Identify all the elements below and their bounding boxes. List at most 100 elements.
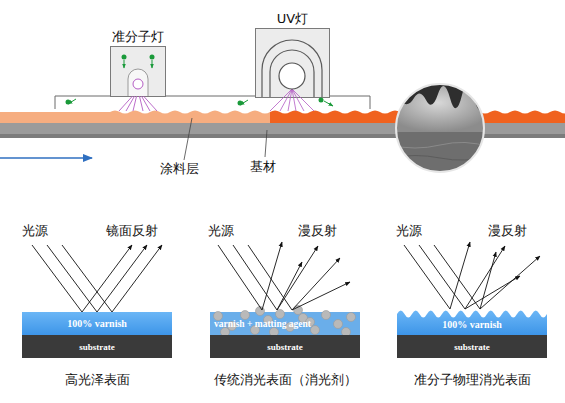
sem-texture	[390, 156, 490, 161]
incident-ray	[218, 245, 262, 310]
sem-coating	[390, 83, 486, 132]
lamp-name: UV灯	[277, 10, 308, 28]
molecule	[238, 101, 243, 106]
molecule-arrows	[68, 60, 333, 106]
reflected-ray	[97, 245, 147, 312]
ray	[138, 90, 143, 111]
lamp-name: 准分子灯	[112, 28, 164, 46]
reflected-ray	[277, 246, 318, 310]
diffuse-rays	[404, 242, 540, 309]
layer-label: 100% varnish	[442, 319, 502, 330]
panel-caption: 传统消光表面（消光剂）	[214, 371, 357, 389]
wavy-varnish	[397, 311, 547, 336]
reflected-ray	[450, 242, 470, 309]
reflection-label: 漫反射	[488, 222, 527, 240]
lamp-bulb	[128, 69, 148, 96]
reflected-ray	[292, 258, 340, 310]
transport-arrow	[0, 157, 92, 159]
reflector	[270, 50, 314, 97]
molecule	[122, 55, 127, 60]
reflected-ray	[480, 252, 496, 309]
molecule-arrow	[152, 60, 153, 68]
uv-lamp	[262, 40, 322, 111]
reflected-ray	[112, 245, 162, 312]
matting-particle	[334, 320, 343, 329]
ray	[138, 90, 157, 111]
ray	[280, 89, 292, 111]
reflected-ray	[480, 256, 540, 309]
substrate-shadow	[0, 134, 565, 138]
reflection-label: 镜面反射	[106, 222, 158, 240]
matting-particle	[256, 307, 265, 316]
ray	[292, 89, 296, 111]
matting-particle	[311, 326, 320, 335]
reflector	[262, 40, 322, 97]
coating-layer-light	[0, 111, 270, 124]
incident-ray	[434, 245, 480, 309]
ray	[133, 90, 138, 111]
ray	[138, 90, 150, 111]
incident-ray	[404, 245, 450, 309]
substrate-layer: substrate	[397, 335, 547, 358]
varnish-layer: 100% varnish	[22, 312, 172, 335]
lamp-core	[133, 79, 143, 89]
sem-inset	[390, 80, 490, 180]
ray	[270, 89, 292, 111]
sem-background	[390, 80, 490, 180]
reflected-ray	[465, 276, 520, 309]
leader-line	[265, 130, 267, 157]
panel-caption: 准分子物理消光表面	[414, 371, 531, 389]
molecule	[66, 100, 71, 105]
incident-ray	[248, 245, 292, 310]
matting-particle	[294, 306, 303, 315]
matting-particle	[347, 313, 356, 322]
coating-layer-dark	[270, 111, 565, 124]
matted-varnish-layer: varnish + matting agent	[210, 312, 360, 335]
matting-particle	[276, 310, 285, 319]
substrate-band	[0, 122, 565, 138]
light-source-label: 光源	[22, 222, 48, 240]
ray	[119, 90, 138, 111]
matting-particle	[241, 311, 250, 320]
specular-rays	[32, 245, 162, 312]
sem-rim	[396, 84, 484, 172]
reflected-ray	[277, 262, 302, 310]
reflected-ray	[465, 246, 505, 309]
molecule	[319, 98, 324, 103]
layer-label: 100% varnish	[67, 318, 127, 329]
sem-substrate	[390, 132, 490, 180]
diffuse-rays	[218, 242, 350, 310]
reflected-ray	[82, 245, 132, 312]
ray	[292, 89, 304, 111]
molecule-arrow	[240, 100, 248, 105]
molecule-arrow	[324, 101, 333, 106]
excimer-rays	[119, 90, 157, 111]
ray	[292, 89, 314, 111]
layer-label: substrate	[79, 342, 115, 352]
textured-varnish-layer: 100% varnish	[397, 305, 547, 335]
layer-label: substrate	[267, 342, 303, 352]
uv-rays	[270, 89, 314, 111]
leader-line	[184, 118, 192, 160]
part-label: 基材	[250, 158, 276, 176]
layer-label: varnish + matting agent	[214, 319, 311, 329]
molecule	[150, 55, 155, 60]
light-source-label: 光源	[208, 222, 234, 240]
part-label: 涂料层	[160, 160, 199, 178]
sem-texture	[390, 142, 490, 148]
light-source-label: 光源	[396, 222, 422, 240]
reflection-label: 漫反射	[298, 222, 337, 240]
incident-ray	[62, 245, 112, 312]
ray	[126, 90, 138, 111]
matting-particle	[322, 311, 331, 320]
molecule-arrow	[68, 99, 76, 104]
layer-label: substrate	[454, 342, 490, 352]
incident-ray	[233, 245, 277, 310]
substrate-layer: substrate	[22, 335, 172, 358]
molecule-arrow	[124, 60, 125, 68]
molecules	[66, 55, 324, 106]
uv-bulb	[279, 63, 305, 89]
panel-caption: 高光泽表面	[65, 371, 130, 389]
